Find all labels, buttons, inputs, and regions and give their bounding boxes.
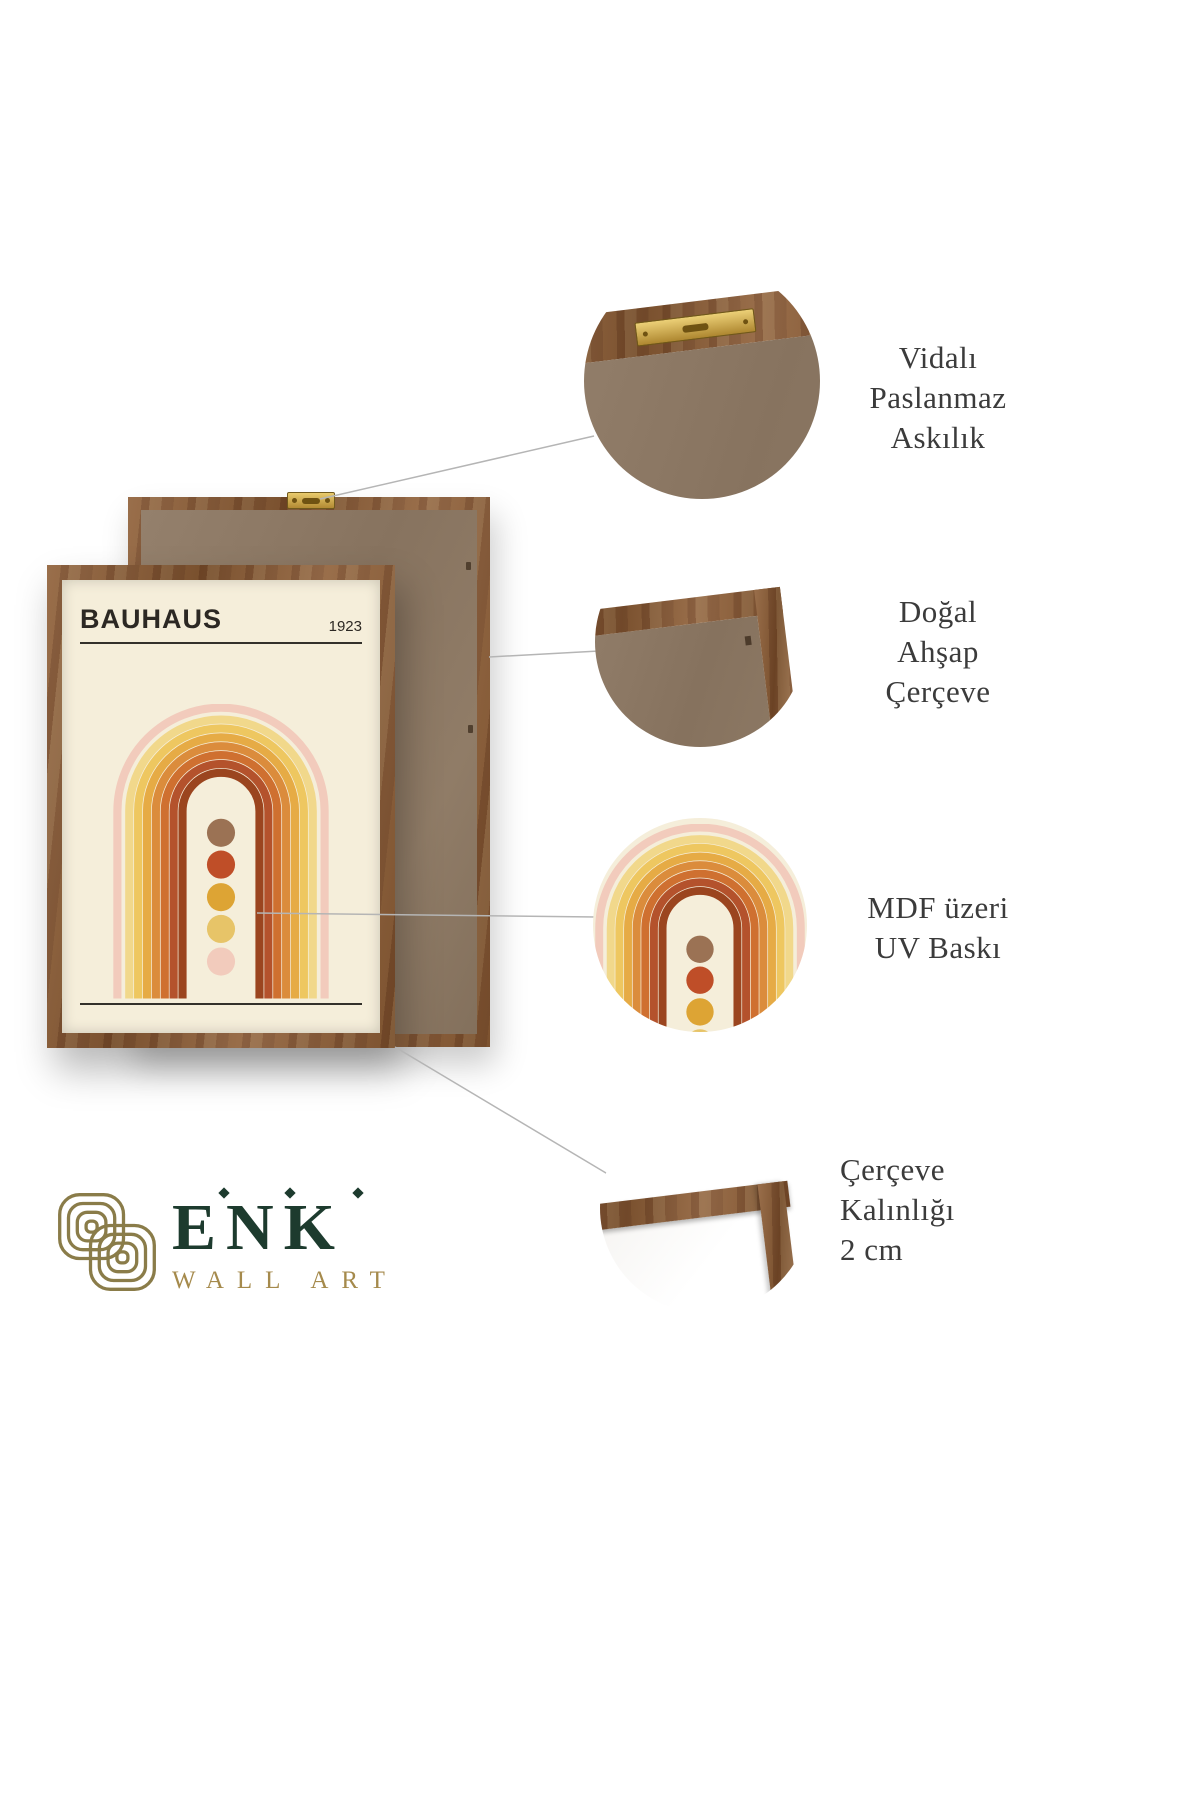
poster-year: 1923 [328,618,362,635]
label-line: Paslanmaz [869,380,1007,415]
poster-baseline [80,1003,362,1005]
label-line: Çerçeve [885,674,991,709]
hanger-slot [682,322,709,333]
enk-knot-icon [58,1193,156,1291]
thickness-closeup [600,1103,810,1313]
screw-icon [642,330,649,337]
staple-mark [468,725,473,733]
callout-label-thickness: Çerçeve Kalınlığı 2 cm [840,1150,1040,1270]
backing-closeup [595,615,787,747]
screw-icon [325,498,330,503]
frame-corner-closeup [595,537,805,747]
connector-line-thickness [394,1046,612,1177]
screw-icon [292,498,297,503]
staple-mark [744,635,752,646]
staple-mark [466,562,471,570]
label-line: Vidalı [898,340,978,375]
connector-line-frame [488,650,600,658]
connector-line-hanger [319,435,595,500]
hanger-closeup [584,263,820,499]
logo-name: ENK [172,1191,346,1264]
label-line: Doğal [898,594,978,629]
poster-title: BAUHAUS [80,604,222,634]
label-line: 2 cm [840,1232,904,1267]
label-line: Ahşap [897,634,979,669]
logo-subtitle: WALL ART [172,1267,398,1294]
diamond-ornament-icon [352,1187,364,1199]
callout-circle-print [593,818,807,1032]
poster-header: BAUHAUS 1923 [80,604,362,644]
label-line: Çerçeve [840,1152,946,1187]
hanger-plate [287,492,335,509]
logo-text: ENK WALL ART [172,1187,398,1295]
screw-icon [742,318,749,325]
label-line: Kalınlığı [840,1192,955,1227]
callout-label-hanger: Vidalı Paslanmaz Askılık [828,338,1048,458]
rainbow-arch-closeup [595,824,805,1032]
bauhaus-poster: BAUHAUS 1923 [62,580,380,1033]
rainbow-arch-graphic [113,704,329,999]
label-line: Askılık [890,420,986,455]
callout-circle-frame-corner [595,537,805,747]
label-line: MDF üzeri [867,890,1009,925]
callout-circle-thickness [600,1103,810,1313]
frame-front-view: BAUHAUS 1923 [47,565,395,1048]
callout-label-print: MDF üzeri UV Baskı [828,888,1048,968]
callout-circle-hanger [584,263,820,499]
label-line: UV Baskı [874,930,1002,965]
logo-wordmark: ENK [172,1187,398,1264]
hanger-slot [302,497,320,504]
callout-label-frame: Doğal Ahşap Çerçeve [828,592,1048,712]
brand-logo: ENK WALL ART [52,1185,492,1325]
